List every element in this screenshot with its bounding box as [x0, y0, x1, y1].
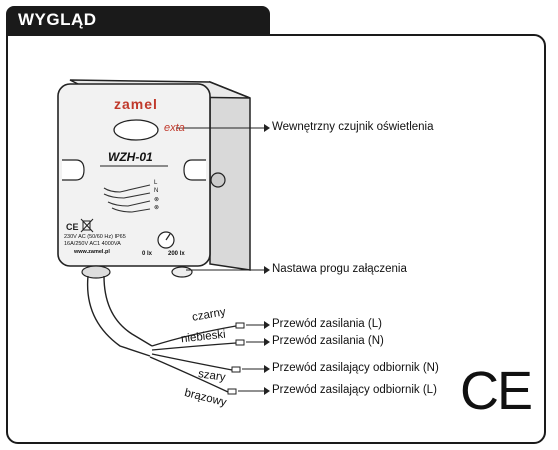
wire-tip-brown — [227, 388, 237, 395]
dial-max-label: 200 lx — [168, 251, 185, 257]
callout-sensor: Wewnętrzny czujnik oświetlenia — [272, 121, 434, 133]
section-title: WYGLĄD — [18, 10, 97, 29]
wire-blue — [151, 342, 237, 351]
weee-bin-icon — [80, 218, 94, 233]
terminal-label-n: N — [154, 188, 159, 194]
cable-outline-left — [86, 275, 151, 357]
arrow-icon — [264, 387, 270, 395]
terminal-label-3: ⊗ — [154, 197, 160, 203]
arrow-icon — [264, 365, 270, 373]
model-name: WZH-01 — [108, 150, 153, 164]
wire-desc-3: Przewód zasilający odbiornik (N) — [272, 362, 439, 374]
wire-tip-blue — [235, 339, 245, 346]
side-screw-icon — [210, 172, 226, 188]
mount-notch-right — [183, 159, 206, 181]
terminal-label-l: L — [154, 180, 158, 186]
website: www.zamel.pl — [74, 249, 110, 255]
callout-threshold: Nastawa progu załączenia — [272, 263, 407, 275]
mount-notch-left — [62, 159, 85, 181]
terminal-label-4: ⊗ — [154, 205, 160, 211]
content-frame — [6, 34, 546, 444]
wire-desc-1: Przewód zasilania (L) — [272, 318, 382, 330]
terminal-wiring-icon — [103, 184, 151, 213]
section-header: WYGLĄD — [6, 6, 270, 34]
brand-logo: zamel — [114, 96, 158, 112]
ce-mark: CE — [460, 361, 533, 421]
wire-desc-4: Przewód zasilający odbiornik (L) — [272, 384, 437, 396]
arrow-icon — [264, 321, 270, 329]
dial-pointer — [165, 233, 171, 241]
small-ce-icon: CE — [66, 222, 79, 232]
cable-gland — [81, 265, 111, 279]
adjust-hole — [171, 266, 193, 278]
wire-tip-black — [235, 322, 245, 329]
device-front-face — [57, 83, 211, 267]
arrow-icon — [264, 124, 270, 132]
light-sensor-window — [113, 119, 159, 141]
wire-desc-2: Przewód zasilania (N) — [272, 335, 384, 347]
spec-line-2: 16A/250V AC1 4000VA — [64, 241, 121, 247]
arrow-icon — [264, 266, 270, 274]
spec-line-1: 230V AC (50/60 Hz) IP65 — [64, 234, 126, 240]
wire-black — [151, 325, 237, 347]
wire-grey — [151, 353, 233, 371]
wire-brown — [149, 356, 229, 393]
dial-min-label: 0 lx — [142, 251, 153, 257]
brand-sub-logo: exta — [164, 122, 185, 134]
cable-outline-right — [103, 275, 153, 347]
arrow-icon — [264, 338, 270, 346]
wire-tip-grey — [231, 366, 241, 373]
